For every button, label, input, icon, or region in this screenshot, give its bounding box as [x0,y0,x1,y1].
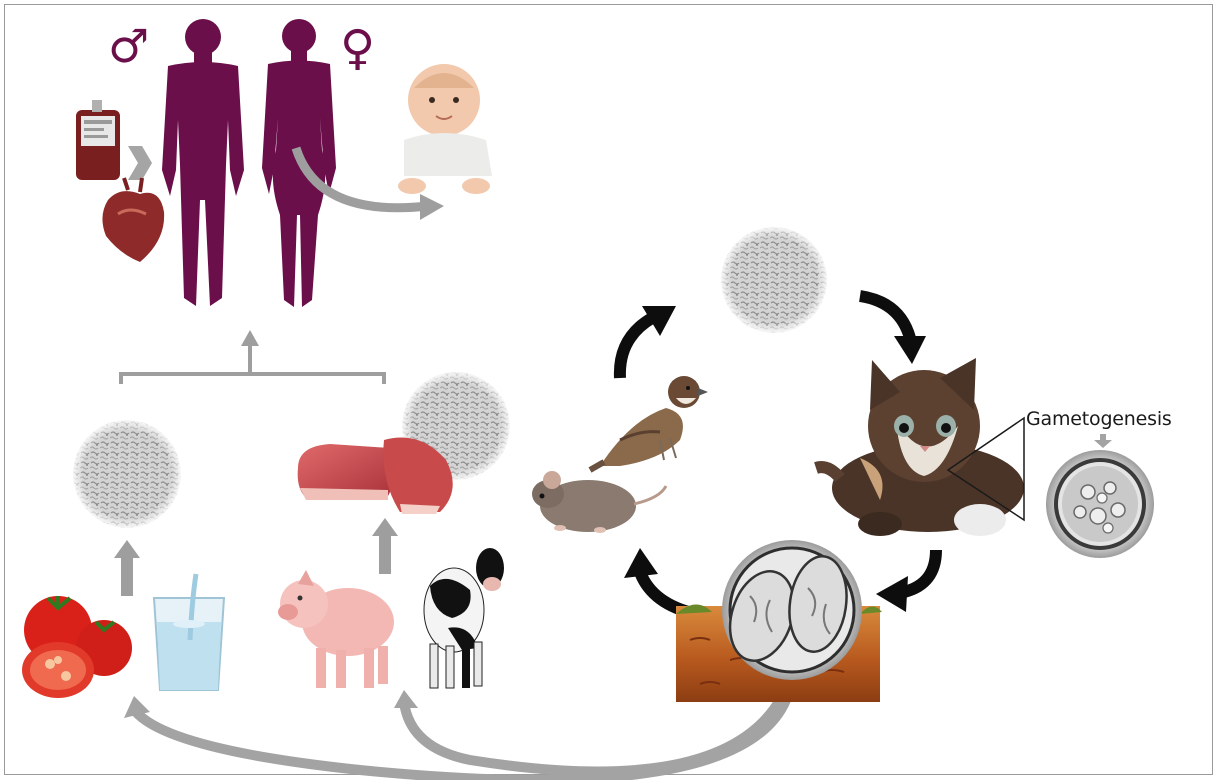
up-arrow-to-humans-icon [241,330,259,346]
gametogenesis-down-arrow-icon [1094,434,1112,448]
lifecycle-arrow-intermediate-to-cyst-icon [620,306,676,378]
female-symbol: ♀ [340,20,375,76]
blood-bag-icon [76,100,120,180]
lifecycle-arrow-cat-to-oocyst-icon [876,550,936,612]
lifecycle-arrow-cyst-to-cat-icon [860,296,926,364]
oocyst-to-produce-arrow-icon [136,700,786,780]
pig-icon [278,570,394,688]
tomatoes-icon [22,596,132,698]
gametogenesis-label: Gametogenesis [1026,408,1172,430]
oocyst-to-livestock-arrow-icon [404,700,780,771]
kitten-icon [816,358,1024,536]
unsporulated-oocyst-icon [1046,450,1154,558]
male-human-silhouette [162,19,244,306]
up-arrow-meat-icon [372,518,398,574]
up-arrow-water-icon [114,540,140,596]
sparrow-icon [590,376,708,470]
blood-bag-arrow-icon [128,146,152,180]
baby-icon [398,64,492,194]
bracket-connector-icon [121,344,384,384]
congenital-arrowhead-icon [420,194,444,220]
cow-icon [424,548,504,688]
mouse-icon [532,471,666,533]
water-glass-icon [154,574,224,690]
heart-organ-icon [102,178,164,262]
tissue-cyst-left-icon [71,418,183,530]
male-symbol: ♂ [108,19,149,73]
tissue-cyst-top-icon [719,225,829,335]
lifecycle-arrow-oocyst-to-intermediate-icon [624,548,696,614]
livestock-arrowhead-icon [394,690,418,708]
raw-meat-icon [298,438,453,515]
